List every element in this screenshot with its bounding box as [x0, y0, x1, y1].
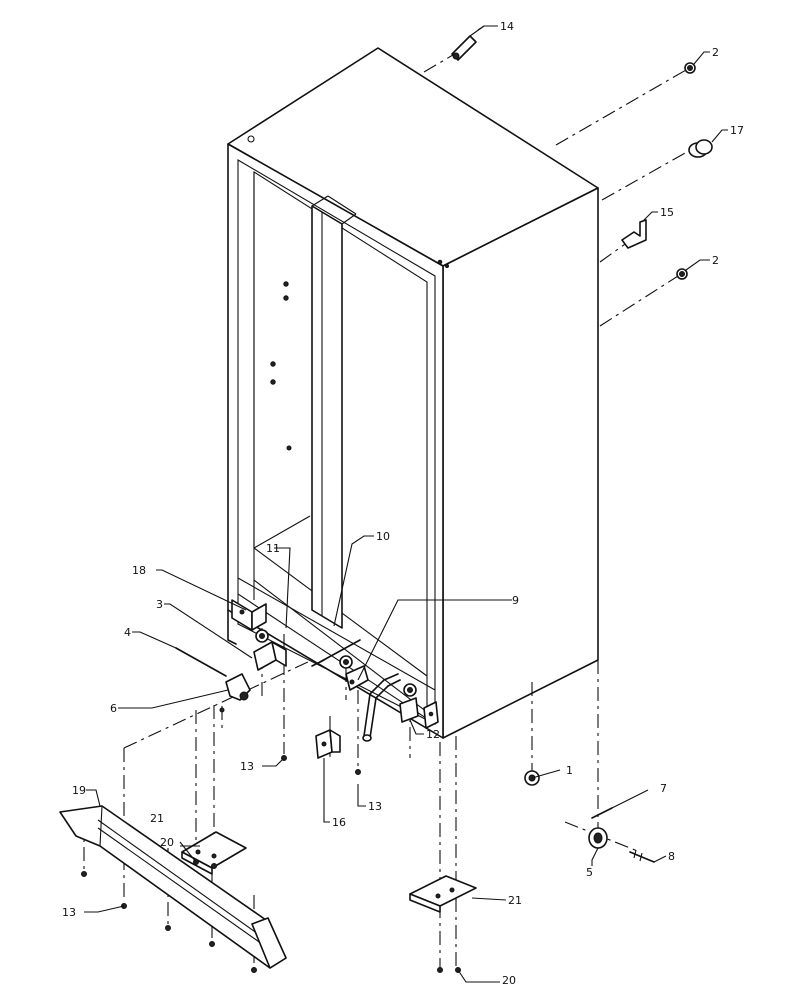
part-4-pin [175, 647, 227, 677]
callout-17: 17 [730, 124, 744, 137]
callout-12: 12 [426, 728, 440, 741]
callout-2-mid: 2 [712, 254, 719, 267]
callout-21-left: 21 [150, 812, 164, 825]
callout-6: 6 [110, 702, 117, 715]
callout-leaders [84, 25, 728, 983]
part-11-screw [255, 629, 269, 643]
part-16-bracket [315, 729, 341, 759]
part-21-bracket-right [409, 875, 477, 913]
callout-8: 8 [668, 850, 675, 863]
callout-9: 9 [512, 594, 519, 607]
callout-20-right: 20 [502, 974, 516, 986]
part-19-grille [59, 805, 287, 973]
callout-19: 19 [72, 784, 86, 797]
part-18-hinge-bracket [231, 599, 267, 631]
callout-5: 5 [586, 866, 593, 879]
callout-13-mid: 13 [240, 760, 254, 773]
part-2-plug-top [684, 62, 696, 74]
callout-14: 14 [500, 20, 514, 33]
callout-labels: 14 2 17 15 2 10 11 18 3 4 6 13 9 12 1 13… [62, 20, 744, 986]
part-13-screw-center [355, 769, 361, 775]
callout-4: 4 [124, 626, 131, 639]
callout-16: 16 [332, 816, 346, 829]
callout-18: 18 [132, 564, 146, 577]
callout-11: 11 [266, 542, 280, 555]
callout-13-left: 13 [62, 906, 76, 919]
part-7-screw [591, 807, 613, 819]
callout-7: 7 [660, 782, 667, 795]
callout-1: 1 [566, 764, 573, 777]
callout-10: 10 [376, 530, 390, 543]
part-12-leveler [399, 683, 419, 723]
part-3-cam [253, 641, 287, 671]
callout-20-left: 20 [160, 836, 174, 849]
part-leveler-center [339, 655, 353, 669]
part-5-roller [588, 827, 608, 849]
assembly-leader-lines [83, 51, 695, 968]
part-15-clip [621, 219, 647, 249]
part-9-drain-tube [362, 673, 401, 742]
part-17-bushing [688, 139, 713, 158]
part-hinge-right [423, 701, 439, 729]
callout-21-right: 21 [508, 894, 522, 907]
callout-3: 3 [156, 598, 163, 611]
callout-2-top: 2 [712, 46, 719, 59]
part-2-plug-mid [676, 268, 688, 280]
callout-15: 15 [660, 206, 674, 219]
part-6-hinge [219, 673, 251, 713]
part-14-sensor [451, 25, 485, 61]
part-8-pin [629, 849, 655, 863]
part-20-screws-right [437, 967, 461, 973]
part-10-tube [311, 639, 361, 667]
callout-13-center: 13 [368, 800, 382, 813]
